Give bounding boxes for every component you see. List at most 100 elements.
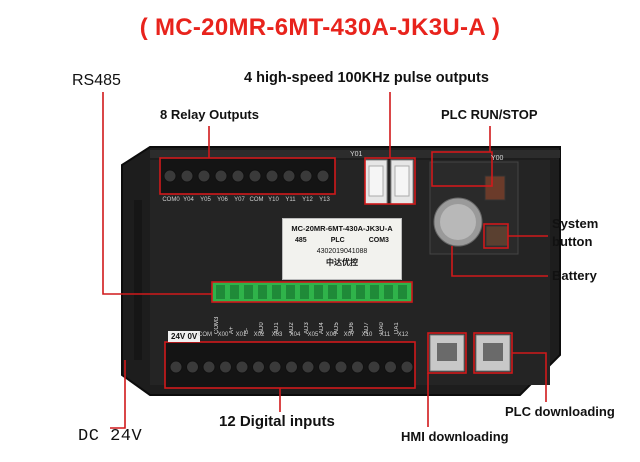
green-terminal-pin: [356, 285, 365, 299]
terminal-screw: [367, 360, 381, 374]
green-label: AD6: [349, 322, 355, 334]
terminal-screw: [318, 360, 331, 374]
input-label: X04: [289, 332, 301, 338]
power-label: 24V 0V: [168, 331, 201, 342]
hmi-port-highlight: [427, 332, 467, 374]
green-label: B-: [244, 328, 250, 334]
terminal-screw: [282, 169, 296, 183]
input-label: COM: [198, 332, 212, 338]
hmi-downloading-callout: HMI downloading: [401, 429, 509, 444]
rs485-leader: [102, 92, 212, 295]
terminal-screw: [400, 360, 414, 374]
green-terminal-pin: [230, 285, 239, 299]
green-terminal-pin: [398, 285, 407, 299]
sticker-row-item: COM3: [368, 237, 389, 244]
rs485-callout: RS485: [72, 72, 121, 89]
green-terminal-pin: [258, 285, 267, 299]
plc-usb-port: [475, 334, 511, 372]
input-label: X11: [379, 332, 391, 338]
battery-callout: Battery: [552, 268, 597, 283]
sticker-row-item: 485: [295, 237, 307, 244]
green-label: AD1: [274, 322, 280, 334]
green-label: AD0: [259, 322, 265, 334]
terminal-screw: [252, 360, 265, 374]
product-title: ( MC-20MR-6MT-430A-JK3U-A ): [139, 14, 501, 41]
green-terminal-pin: [244, 285, 253, 299]
terminal-screw: [231, 169, 245, 183]
green-terminal-pin: [328, 285, 337, 299]
terminal-screw: [268, 360, 282, 374]
green-terminal-pin: [286, 285, 295, 299]
green-terminal-pin: [370, 285, 379, 299]
green-terminal-pin: [342, 285, 351, 299]
plc-downloading-callout: PLC downloading: [505, 404, 615, 419]
callout-lines: [102, 92, 548, 429]
green-label: DA1: [394, 322, 400, 334]
green-terminal-labels: COM3 A+ B- AD0 AD1 AD2 AD3 AD4 AD5 AD6 A…: [214, 304, 409, 334]
terminal-screw: [202, 360, 216, 374]
input-label: X02: [253, 332, 265, 338]
relay-label: Y13: [319, 197, 330, 203]
input-label: X05: [307, 332, 319, 338]
terminal-screw: [197, 169, 211, 183]
digital-inputs-highlight: [164, 341, 416, 389]
battery-leader: [451, 246, 548, 277]
green-label: AD3: [304, 322, 310, 334]
relay-label: COM0: [162, 197, 180, 203]
green-terminal-pin: [300, 285, 309, 299]
relay-label: Y05: [200, 197, 211, 203]
model-sticker: MC-20MR-6MT-430A-JK3U-A 485 PLC COM3 430…: [282, 218, 402, 280]
green-label: AD4: [319, 322, 325, 334]
relay-label: Y10: [268, 197, 279, 203]
green-label: A+: [229, 326, 235, 334]
green-label: COM3: [214, 316, 220, 334]
run-stop-highlight: [431, 151, 493, 187]
relay-label: COM: [249, 197, 264, 203]
terminal-screw: [285, 360, 298, 374]
relay-label: Y04: [183, 197, 194, 203]
terminal-screw: [214, 169, 228, 183]
sticker-brand: 中达优控: [326, 258, 358, 267]
input-terminal-labels: COM X00 X01 X02 X03 X04 X05 X06 X07 X10 …: [196, 332, 412, 338]
dc24v-callout: DC 24V: [78, 427, 143, 446]
green-label: DA0: [379, 322, 385, 334]
relay-outputs-callout: 8 Relay Outputs: [160, 107, 259, 122]
terminal-screw: [163, 169, 177, 183]
terminal-screw: [186, 360, 199, 374]
relay-outputs-highlight: [159, 157, 336, 195]
digital-inputs-callout: 12 Digital inputs: [219, 413, 335, 430]
green-label: AD5: [334, 322, 340, 334]
green-terminal-pin: [216, 285, 225, 299]
terminal-screw: [219, 360, 232, 374]
terminal-screw: [248, 169, 262, 183]
terminal-screw: [334, 360, 348, 374]
y00-label: Y00: [491, 155, 504, 162]
run-stop-switch: [484, 175, 506, 201]
sticker-row-item: PLC: [330, 237, 345, 244]
terminal-screw: [169, 360, 183, 374]
input-label: X07: [343, 332, 355, 338]
input-label: X00: [217, 332, 229, 338]
y01-label: Y01: [350, 151, 363, 158]
relay-label: Y07: [234, 197, 245, 203]
terminal-screw: [384, 360, 397, 374]
terminal-screw: [316, 169, 330, 183]
relay-label: Y06: [217, 197, 228, 203]
relay-label: Y11: [285, 197, 296, 203]
system-button-knob: [485, 225, 509, 247]
sticker-row: 485 PLC COM3: [283, 237, 401, 244]
terminal-screw: [235, 360, 249, 374]
green-label: AD2: [289, 322, 295, 334]
dc24v-leader: [110, 360, 126, 429]
green-terminal-pin: [272, 285, 281, 299]
pulse-outputs-callout: 4 high-speed 100KHz pulse outputs: [244, 70, 489, 86]
sticker-serial: 4302019041088: [316, 248, 368, 255]
green-label: AD7: [364, 322, 370, 334]
input-label: X03: [271, 332, 283, 338]
green-io-terminal: [211, 281, 413, 303]
terminal-screw: [301, 360, 315, 374]
rs485-highlight: [211, 281, 413, 303]
terminal-screw: [299, 169, 313, 183]
run-stop-callout: PLC RUN/STOP: [441, 107, 538, 122]
input-label: X10: [361, 332, 373, 338]
